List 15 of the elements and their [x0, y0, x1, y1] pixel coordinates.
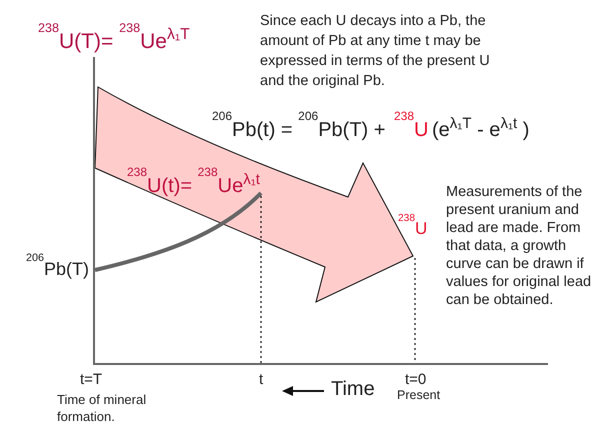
- note-text: Since each U decays into a Pb, the amount of Pb at any time t may be expressed in terms of the present U and the original Pb.: [260, 12, 491, 91]
- isotope-label: $^{238}$U: [394, 112, 428, 142]
- formula: $^{206}$Pb(t) = $^{206}$Pb(T) +: [212, 112, 386, 142]
- formula: $^{238}$U(T)= $^{238}$Ue$^{λ₁T}$: [38, 23, 190, 54]
- tick-note: Time of mineral formation.: [57, 391, 148, 425]
- tick-label: t: [259, 371, 264, 389]
- tick-label: t=0: [405, 371, 426, 389]
- axis-title: Time: [331, 377, 375, 401]
- formula: $^{238}$U(t)= $^{238}$Ue$^{λ₁t}$: [127, 168, 260, 198]
- tick-note: Present: [397, 388, 440, 403]
- axis-label: $^{206}$Pb(T): [26, 254, 90, 281]
- note-text: Measurements of the present uranium and lead are made. From that data, a growth curve can be drawn if values for original lead can be obtained.: [446, 183, 592, 309]
- formula: (e$^{λ₁T}$ - e$^{λ₁t}$ ): [432, 114, 530, 142]
- tick-label: t=T: [80, 371, 102, 389]
- isotope-label: $^{238}$U: [398, 214, 428, 240]
